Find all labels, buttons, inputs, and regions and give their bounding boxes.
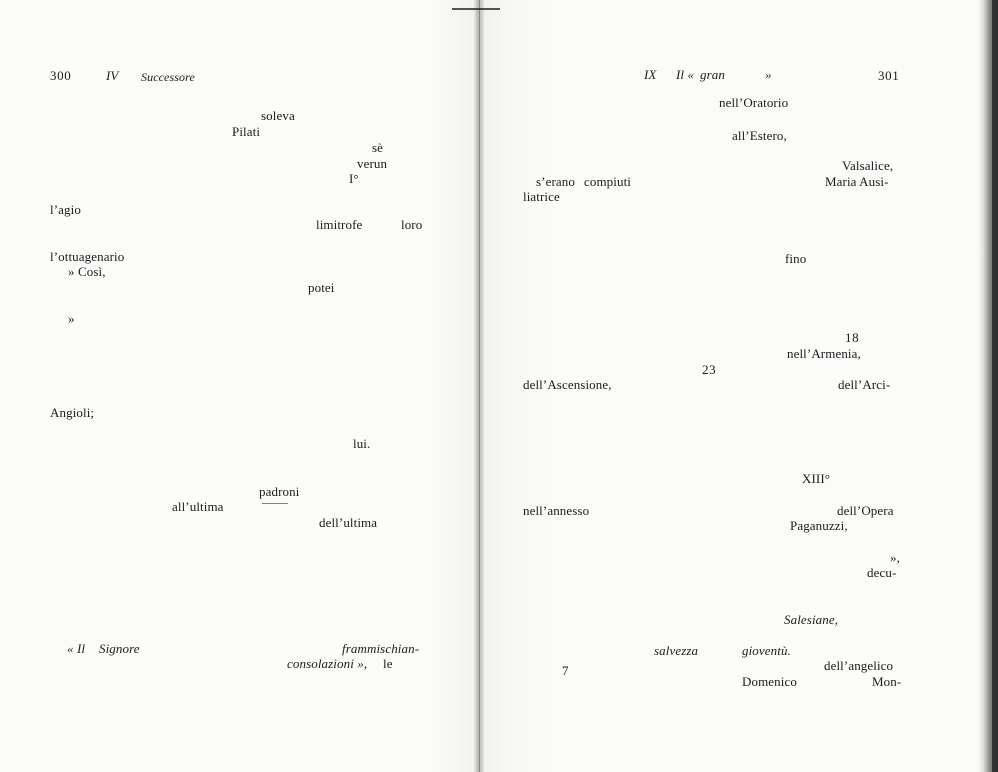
left-fragment-angioli: Angioli; [50,405,95,420]
top-rule [452,8,500,10]
right-fragment-7: 7 [562,663,570,678]
right-header-title-word: gran [700,67,725,82]
left-faint-mark [262,503,288,504]
right-fragment-nellarmenia: nell’Armenia, [787,346,861,361]
right-fragment-fino: fino [785,251,807,266]
left-fragment-close-quote: » [68,311,75,326]
right-fragment-paganuzzi: Paganuzzi, [790,518,848,533]
right-fragment-liatrice: liatrice [523,189,560,204]
left-fragment-signore: Signore [99,641,140,656]
left-fragment-il: « Il [67,641,86,656]
right-fragment-dellangelico: dell’angelico [824,658,894,673]
left-fragment-i-degree: I° [349,171,359,186]
right-fragment-dellopera: dell’Opera [837,503,894,518]
right-page: IX Il « gran » 301 nell’Oratorio all’Est… [478,0,978,772]
right-fragment-gioventu: gioventù. [742,643,791,658]
left-fragment-verun: verun [357,156,388,171]
left-fragment-loro: loro [401,217,423,232]
right-fragment-valsalice: Valsalice, [842,158,894,173]
right-fragment-salvezza: salvezza [654,643,699,658]
right-fragment-close-quote-comma: », [890,550,900,565]
left-fragment-cosi: » Così, [68,264,106,279]
right-page-number: 301 [878,68,900,83]
left-header-title: Successore [141,70,195,84]
left-fragment-pilati: Pilati [232,124,261,139]
right-fragment-nellannesso: nell’annesso [523,503,590,518]
left-fragment-dellultima: dell’ultima [319,515,378,530]
left-fragment-lui: lui. [353,436,371,451]
right-fragment-serano: s’erano [536,174,575,189]
right-fragment-dellarci: dell’Arci- [838,377,891,392]
left-fragment-lottuagenario: l’ottuagenario [50,249,125,264]
left-fragment-soleva: soleva [261,108,295,123]
right-header-title-suffix: » [765,67,772,82]
left-fragment-allultima: all’ultima [172,499,224,514]
right-fragment-dellascensione: dell’Ascensione, [523,377,612,392]
right-fragment-compiuti: compiuti [584,174,632,189]
right-edge-band [992,0,998,772]
right-fragment-mon: Mon- [872,674,902,689]
right-fragment-salesiane: Salesiane, [784,612,839,627]
left-fragment-se: sè [372,140,384,155]
left-fragment-le: le [383,656,393,671]
left-fragment-padroni: padroni [259,484,300,499]
left-header-section: IV [106,68,119,83]
right-fragment-23: 23 [702,362,717,377]
left-fragment-frammischian: frammischian- [342,641,420,656]
right-header-section: IX [644,67,657,82]
right-fragment-domenico: Domenico [742,674,797,689]
right-fragment-18: 18 [845,330,860,345]
left-fragment-limitrofe: limitrofe [316,217,363,232]
gutter-line [479,0,480,772]
left-fragment-lagio: l’agio [50,202,81,217]
left-page-number: 300 [50,68,72,83]
right-fragment-decu: decu- [867,565,897,580]
left-fragment-consolazioni: consolazioni », [287,656,368,671]
right-fragment-xiii: XIII° [802,471,831,486]
left-page: 300 IV Successore soleva Pilati sè verun… [0,0,478,772]
right-fragment-nelloratorio: nell’Oratorio [719,95,789,110]
right-header-title-prefix: Il « [676,67,695,82]
right-fragment-allestero: all’Estero, [732,128,787,143]
left-fragment-potei: potei [308,280,335,295]
right-fragment-maria-ausi: Maria Ausi- [825,174,889,189]
